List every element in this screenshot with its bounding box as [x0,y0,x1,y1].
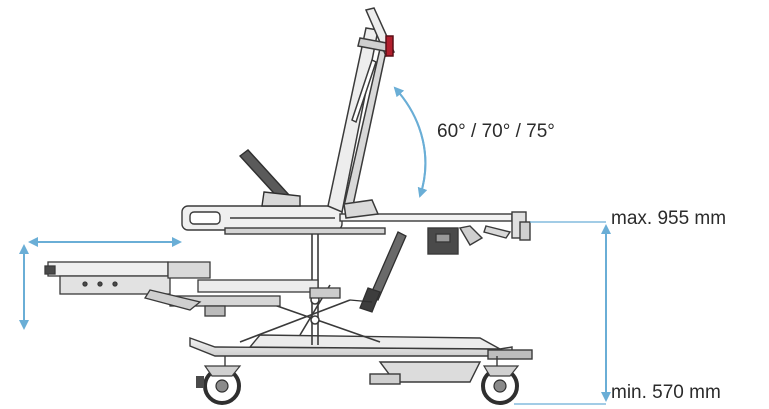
backrest-angle-arrow [393,86,428,198]
front-wheel [196,365,242,405]
backrest-angle-label: 60° / 70° / 75° [437,121,555,142]
lowered-frame [44,261,341,317]
foot-handle [238,149,301,207]
max-height-label: max. 955 mm [611,208,727,229]
backrest [327,7,395,219]
hydraulic-cylinder [349,231,407,313]
rear-wheel [481,365,520,405]
min-height-label: min. 570 mm [611,382,721,403]
raised-frame [181,205,531,255]
height-dimension [514,221,611,405]
